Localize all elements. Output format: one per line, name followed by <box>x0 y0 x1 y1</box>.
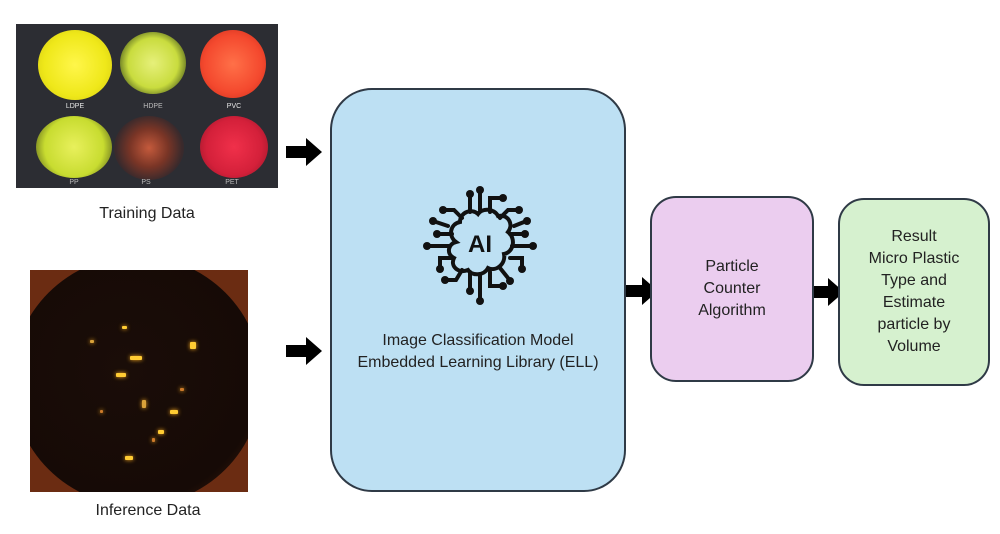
result-line-3: Type and <box>881 272 947 289</box>
ai-brain-icon: AI <box>423 186 537 305</box>
petri-dish <box>30 270 248 492</box>
result-line-4: Estimate <box>882 294 946 311</box>
particle <box>130 356 142 360</box>
result-line-1: Result <box>891 228 937 245</box>
particle <box>170 410 178 414</box>
particle <box>116 373 126 377</box>
ps-label: PS <box>141 179 151 186</box>
particle <box>100 410 103 413</box>
pvc-label: PVC <box>226 103 242 110</box>
particle <box>190 342 196 349</box>
model-description: Image Classification Model Embedded Lear… <box>332 330 624 374</box>
counter-line-1: Particle <box>705 258 759 275</box>
pet-sample-dish <box>200 116 268 178</box>
counter-line-2: Counter <box>703 280 761 297</box>
ps-sample-dish <box>114 116 184 180</box>
arrow-right-icon <box>286 337 322 365</box>
particle <box>125 456 133 460</box>
ldpe-label: LDPE <box>65 103 85 110</box>
hdpe-label: HDPE <box>143 103 163 110</box>
pp-sample-dish <box>36 116 112 178</box>
particle <box>142 400 146 408</box>
particle <box>180 388 184 391</box>
hdpe-sample-dish <box>120 32 186 94</box>
particle <box>158 430 164 434</box>
training-data-image: LDPE HDPE PVC PP PS PET <box>16 24 278 188</box>
arrow-right-icon <box>808 278 844 306</box>
ldpe-sample-dish <box>38 30 112 100</box>
counter-line-3: Algorithm <box>698 302 766 319</box>
pp-label: PP <box>69 179 79 186</box>
arrow-right-icon <box>622 277 658 305</box>
particle <box>152 438 155 442</box>
inference-data-caption: Inference Data <box>95 502 201 519</box>
inference-data-image <box>30 270 248 492</box>
result-box: Result Micro Plastic Type and Estimate p… <box>838 198 990 386</box>
result-line-5: particle by <box>877 316 951 333</box>
training-data-caption: Training Data <box>99 205 195 222</box>
model-line-2: Embedded Learning Library (ELL) <box>357 354 599 371</box>
ai-icon-text: AI <box>468 231 492 258</box>
pvc-sample-dish <box>200 30 266 98</box>
model-line-1: Image Classification Model <box>382 332 574 349</box>
particle <box>90 340 94 343</box>
particle <box>122 326 127 329</box>
arrow-right-icon <box>286 138 322 166</box>
particle-counter-box: Particle Counter Algorithm <box>650 196 814 382</box>
pet-label: PET <box>225 179 239 186</box>
result-line-2: Micro Plastic <box>868 250 960 267</box>
model-box: AI Image Classification Model Embedded L… <box>330 88 626 492</box>
result-line-6: Volume <box>887 338 941 355</box>
